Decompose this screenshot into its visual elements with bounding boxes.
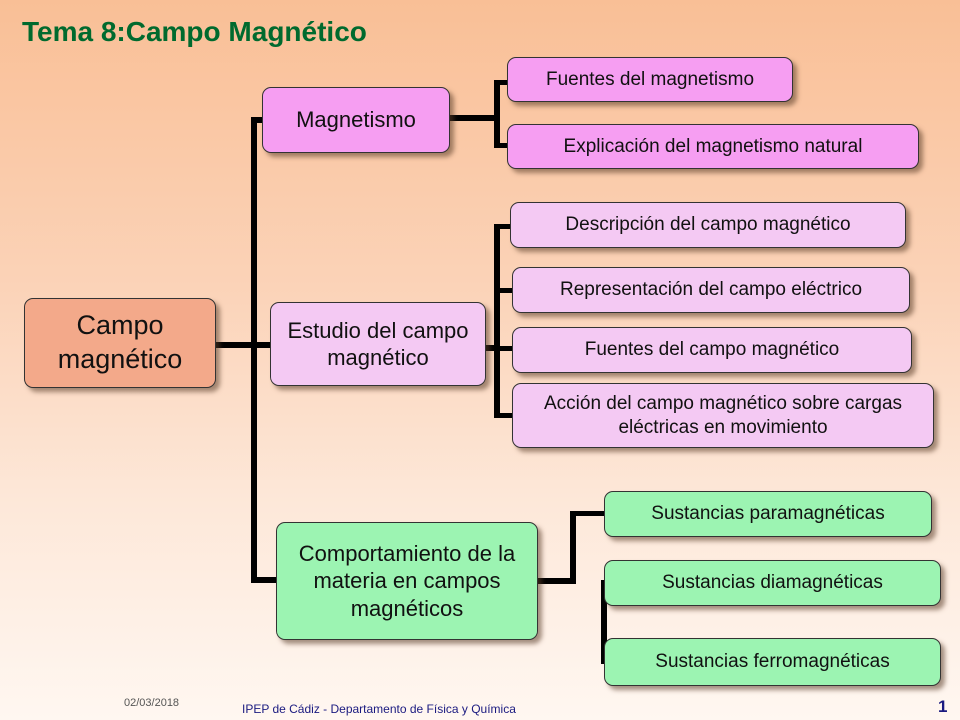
- connector-estudio-leaf2: [494, 288, 512, 293]
- connector-main-trunk: [251, 117, 257, 583]
- connector-estudio-trunk: [494, 224, 500, 418]
- connector-estudio-leaf3: [494, 346, 512, 351]
- leaf-accion-campo: Acción del campo magnético sobre cargas …: [512, 383, 934, 448]
- connector-root-trunk: [214, 342, 256, 348]
- connector-estudio-out: [482, 345, 500, 351]
- connector-magnetismo-trunk: [494, 80, 500, 148]
- root-label: Campo magnético: [57, 310, 183, 374]
- page-number: 1: [938, 697, 948, 716]
- leaf-fuentes-campo: Fuentes del campo magnético: [512, 327, 912, 373]
- branch-magnetismo-label: Magnetismo: [296, 107, 416, 133]
- connector-materia-out: [536, 578, 576, 584]
- connector-magnetismo-leaf1: [494, 80, 509, 85]
- connector-estudio-leaf1: [494, 224, 512, 229]
- footer-institution: IPEP de Cádiz - Departamento de Física y…: [242, 702, 516, 716]
- branch-materia-label: Comportamiento de la materia en campos m…: [298, 540, 516, 621]
- branch-magnetismo: Magnetismo: [262, 87, 450, 153]
- leaf-diamagneticas: Sustancias diamagnéticas: [604, 560, 941, 606]
- leaf-explicacion-magnetismo: Explicación del magnetismo natural: [507, 124, 919, 169]
- connector-to-estudio: [251, 342, 273, 348]
- branch-estudio: Estudio del campo magnético: [270, 302, 486, 386]
- branch-materia: Comportamiento de la materia en campos m…: [276, 522, 538, 640]
- leaf-ferromagneticas: Sustancias ferromagnéticas: [604, 638, 941, 686]
- branch-estudio-label: Estudio del campo magnético: [287, 317, 469, 371]
- connector-to-magnetismo: [251, 117, 265, 123]
- page-title: Tema 8:Campo Magnético: [22, 16, 367, 47]
- leaf-descripcion-campo: Descripción del campo magnético: [510, 202, 906, 248]
- leaf-representacion-campo: Representación del campo eléctrico: [512, 267, 910, 313]
- leaf-paramagneticas: Sustancias paramagnéticas: [604, 491, 932, 537]
- connector-magnetismo-out: [448, 115, 500, 121]
- root-node: Campo magnético: [24, 298, 216, 388]
- connector-to-materia: [251, 577, 279, 583]
- leaf-fuentes-magnetismo: Fuentes del magnetismo: [507, 57, 793, 102]
- connector-estudio-leaf4: [494, 413, 512, 418]
- connector-materia-subtrunk: [601, 580, 607, 664]
- footer-date: 02/03/2018: [124, 697, 180, 709]
- connector-materia-trunk: [570, 511, 576, 584]
- connector-materia-leaf1: [570, 511, 606, 516]
- connector-magnetismo-leaf2: [494, 143, 509, 148]
